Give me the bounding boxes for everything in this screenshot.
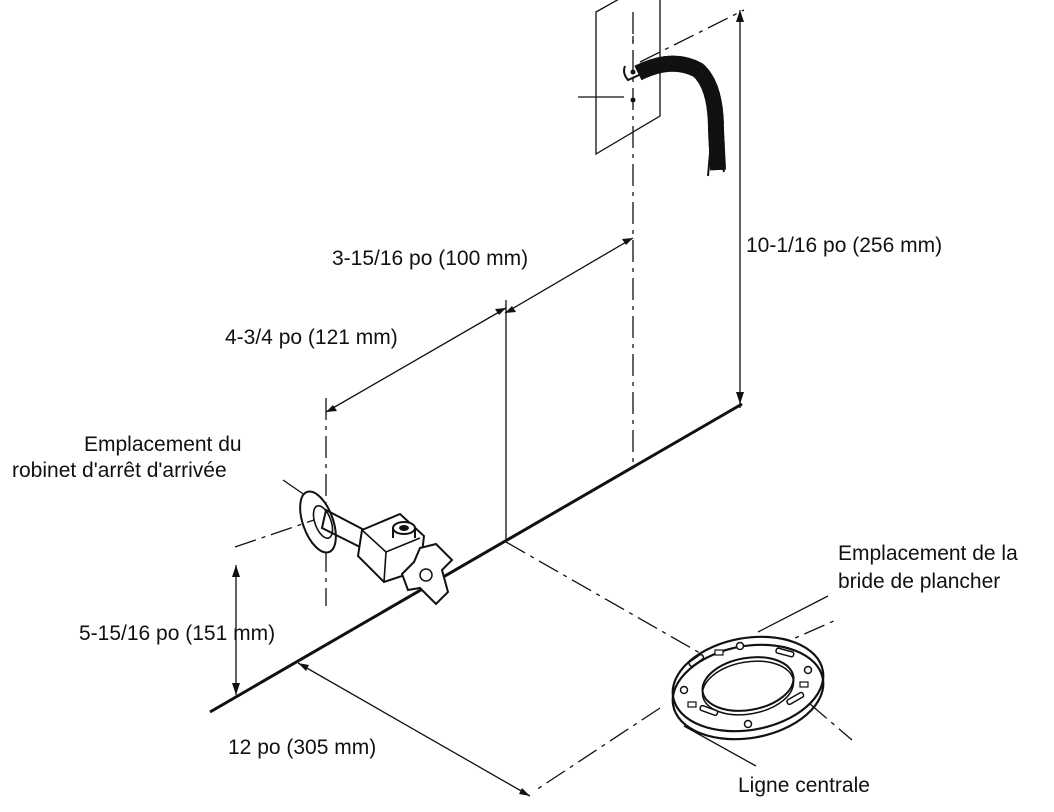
dim-height-wire-label: 10-1/16 po (256 mm) — [746, 234, 942, 257]
dim-top-offset-label: 3-15/16 po (100 mm) — [332, 247, 528, 270]
wall-floor-line — [209, 402, 743, 714]
valve-location-line2: robinet d'arrêt d'arrivée — [12, 459, 227, 482]
dim-valve-height: 5-15/16 po (151 mm) — [79, 565, 275, 695]
flange-location-line1: Emplacement de la — [838, 542, 1018, 565]
centerline-label: Ligne centrale — [738, 774, 870, 797]
flange-centerline-cross — [699, 619, 837, 681]
dim-height-wire: 10-1/16 po (256 mm) — [736, 10, 942, 404]
electrical-cable-icon — [623, 55, 726, 177]
floor-flange-icon — [671, 635, 825, 741]
dim-top-offset: 3-15/16 po (100 mm) — [332, 237, 634, 314]
dim-valve-offset: 4-3/4 po (121 mm) — [225, 307, 507, 413]
electrical-box — [578, 0, 745, 156]
dim-wall-to-flange: 12 po (305 mm) — [228, 662, 531, 797]
valve-location-line1: Emplacement du — [84, 433, 242, 456]
shutoff-valve-icon — [299, 490, 454, 606]
dim-valve-height-label: 5-15/16 po (151 mm) — [79, 622, 275, 645]
flange-location-line2: bride de plancher — [838, 570, 1000, 593]
dim-valve-offset-label: 4-3/4 po (121 mm) — [225, 326, 398, 349]
flange-centerline-wall — [505, 541, 741, 677]
dim-wall-to-flange-label: 12 po (305 mm) — [228, 736, 376, 759]
